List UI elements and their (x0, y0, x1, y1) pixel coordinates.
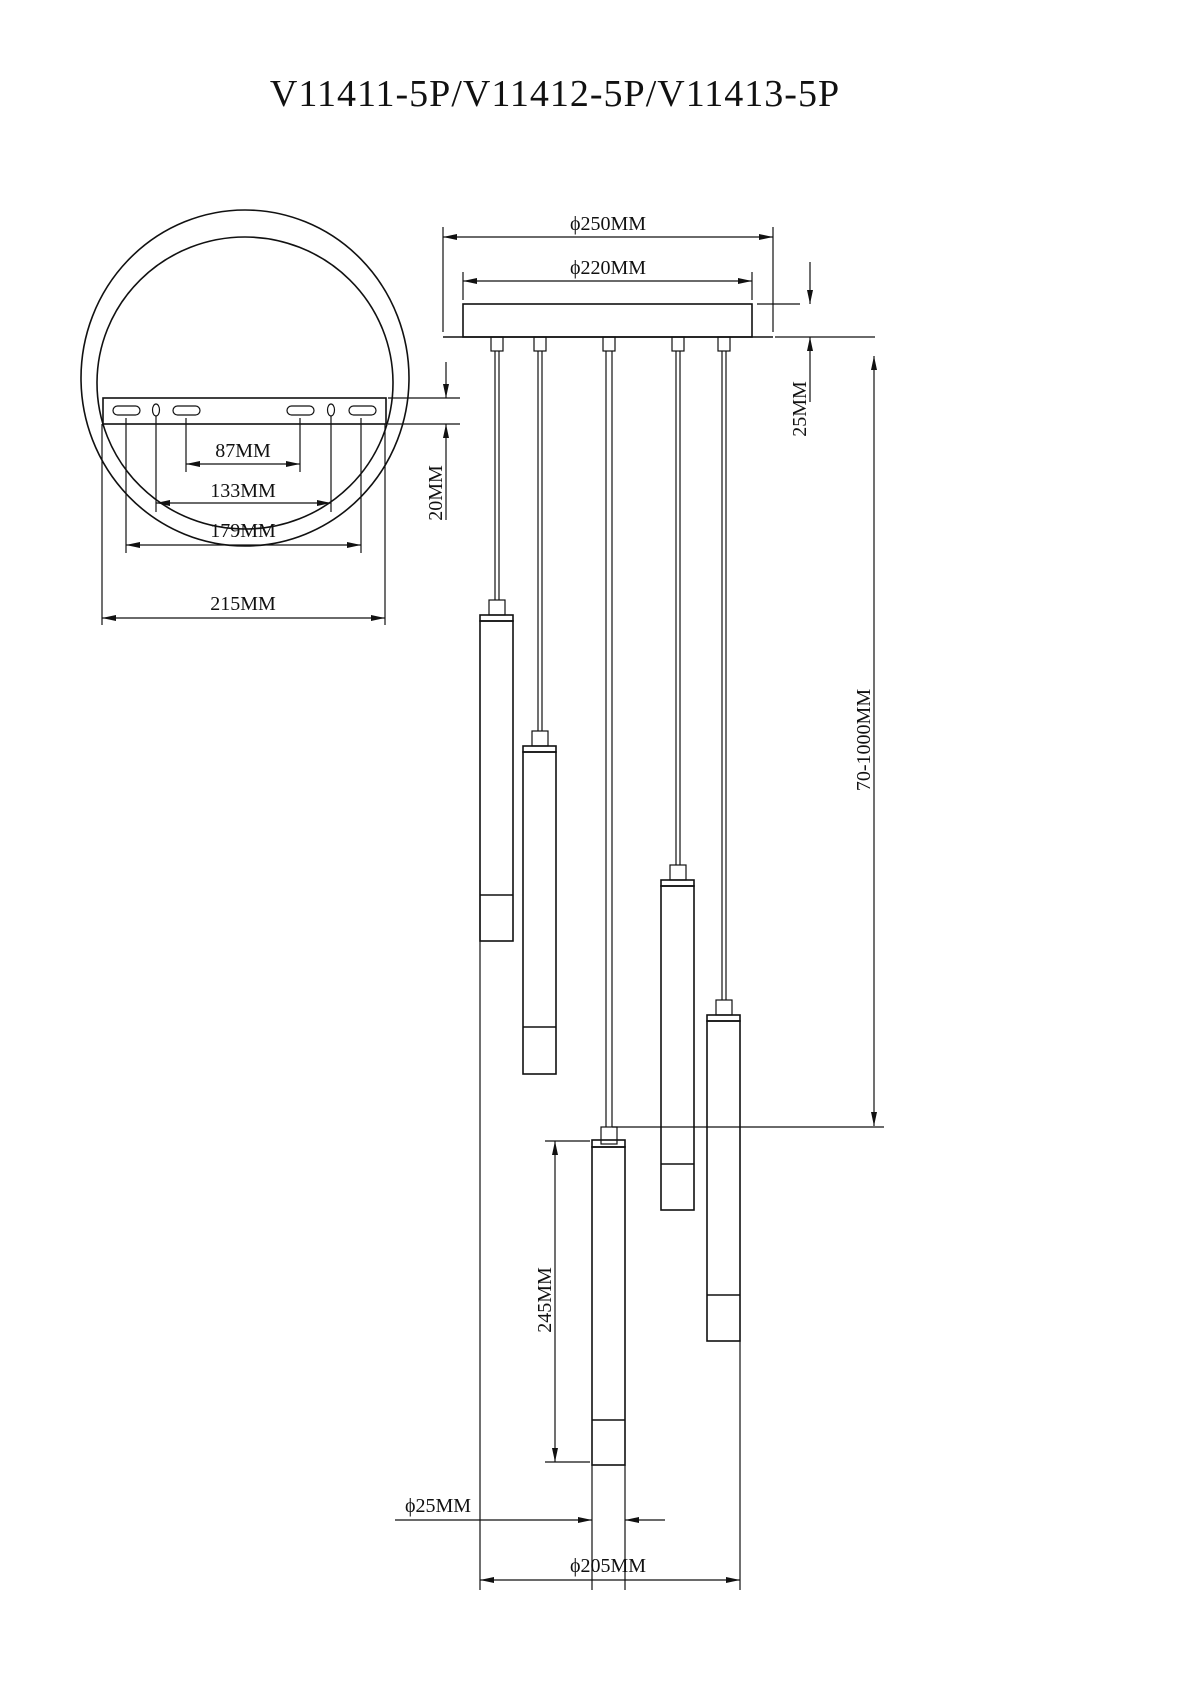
dim-cord-length: 70-1000MM (853, 689, 875, 791)
dim-215: 215MM (210, 593, 276, 615)
side-view: ϕ250MM ϕ220MM 25MM 70-1000MM (395, 213, 884, 1590)
dim-133: 133MM (210, 480, 276, 502)
dim-canopy-height: 25MM (789, 381, 811, 437)
drawing-title: V11411-5P/V11412-5P/V11413-5P (269, 73, 841, 115)
pendant-4 (660, 336, 695, 1211)
slot-hole (112, 405, 141, 416)
dim-tube-diameter: ϕ25MM (405, 1495, 471, 1517)
canopy-inner-circle (96, 236, 394, 530)
pendant-5 (706, 336, 741, 1342)
pendant-1 (479, 336, 514, 942)
dim-spread: ϕ205MM (570, 1555, 646, 1577)
pendant-3 (591, 336, 626, 1466)
top-view: 87MM 133MM 179MM 215MM 20MM (80, 209, 460, 625)
slot-hole (348, 405, 377, 416)
dim-canopy-inner: ϕ220MM (570, 257, 646, 279)
dim-87: 87MM (215, 440, 271, 462)
pendant-2 (522, 336, 557, 1075)
dim-canopy-outer: ϕ250MM (570, 213, 646, 235)
screw-hole (151, 403, 161, 417)
mounting-bracket (102, 397, 387, 425)
slot-hole (286, 405, 315, 416)
screw-hole (326, 403, 336, 417)
dim-20: 20MM (425, 465, 447, 521)
dim-179: 179MM (210, 520, 276, 542)
canopy (462, 303, 753, 338)
slot-hole (172, 405, 201, 416)
dim-tube-length: 245MM (534, 1267, 556, 1333)
